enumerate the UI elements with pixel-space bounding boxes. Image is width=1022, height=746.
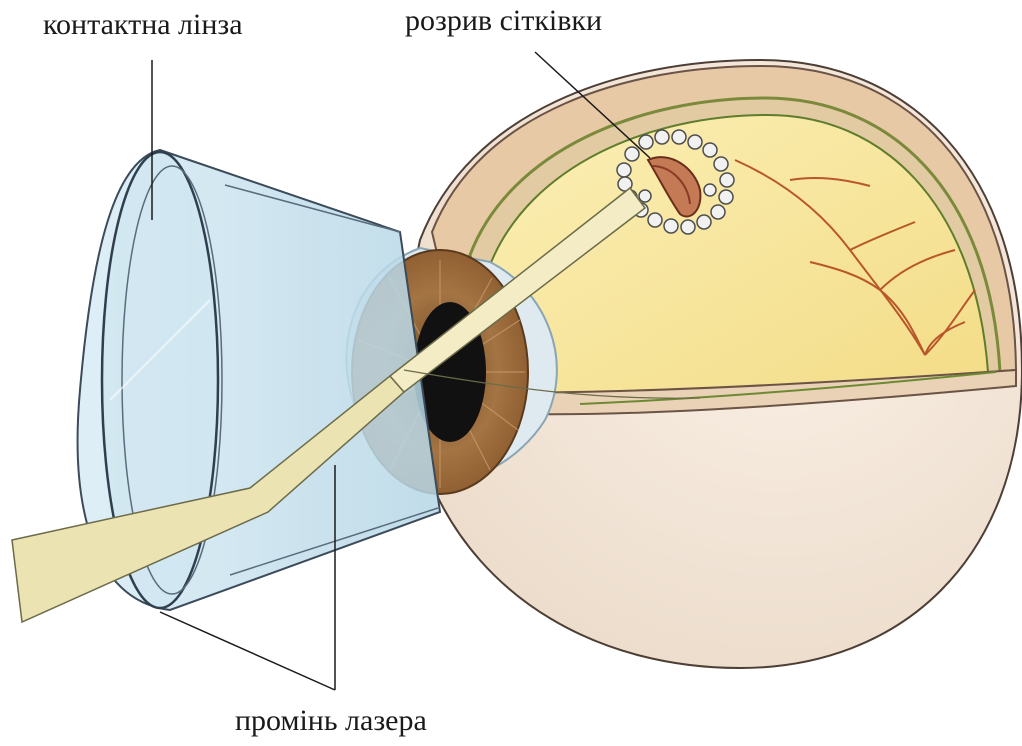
- label-contact-lens: контактна лінза: [43, 10, 243, 40]
- leader-laser-1: [160, 612, 335, 690]
- label-laser-beam: промінь лазера: [235, 706, 427, 736]
- label-retinal-tear: розрив сітківки: [405, 6, 602, 36]
